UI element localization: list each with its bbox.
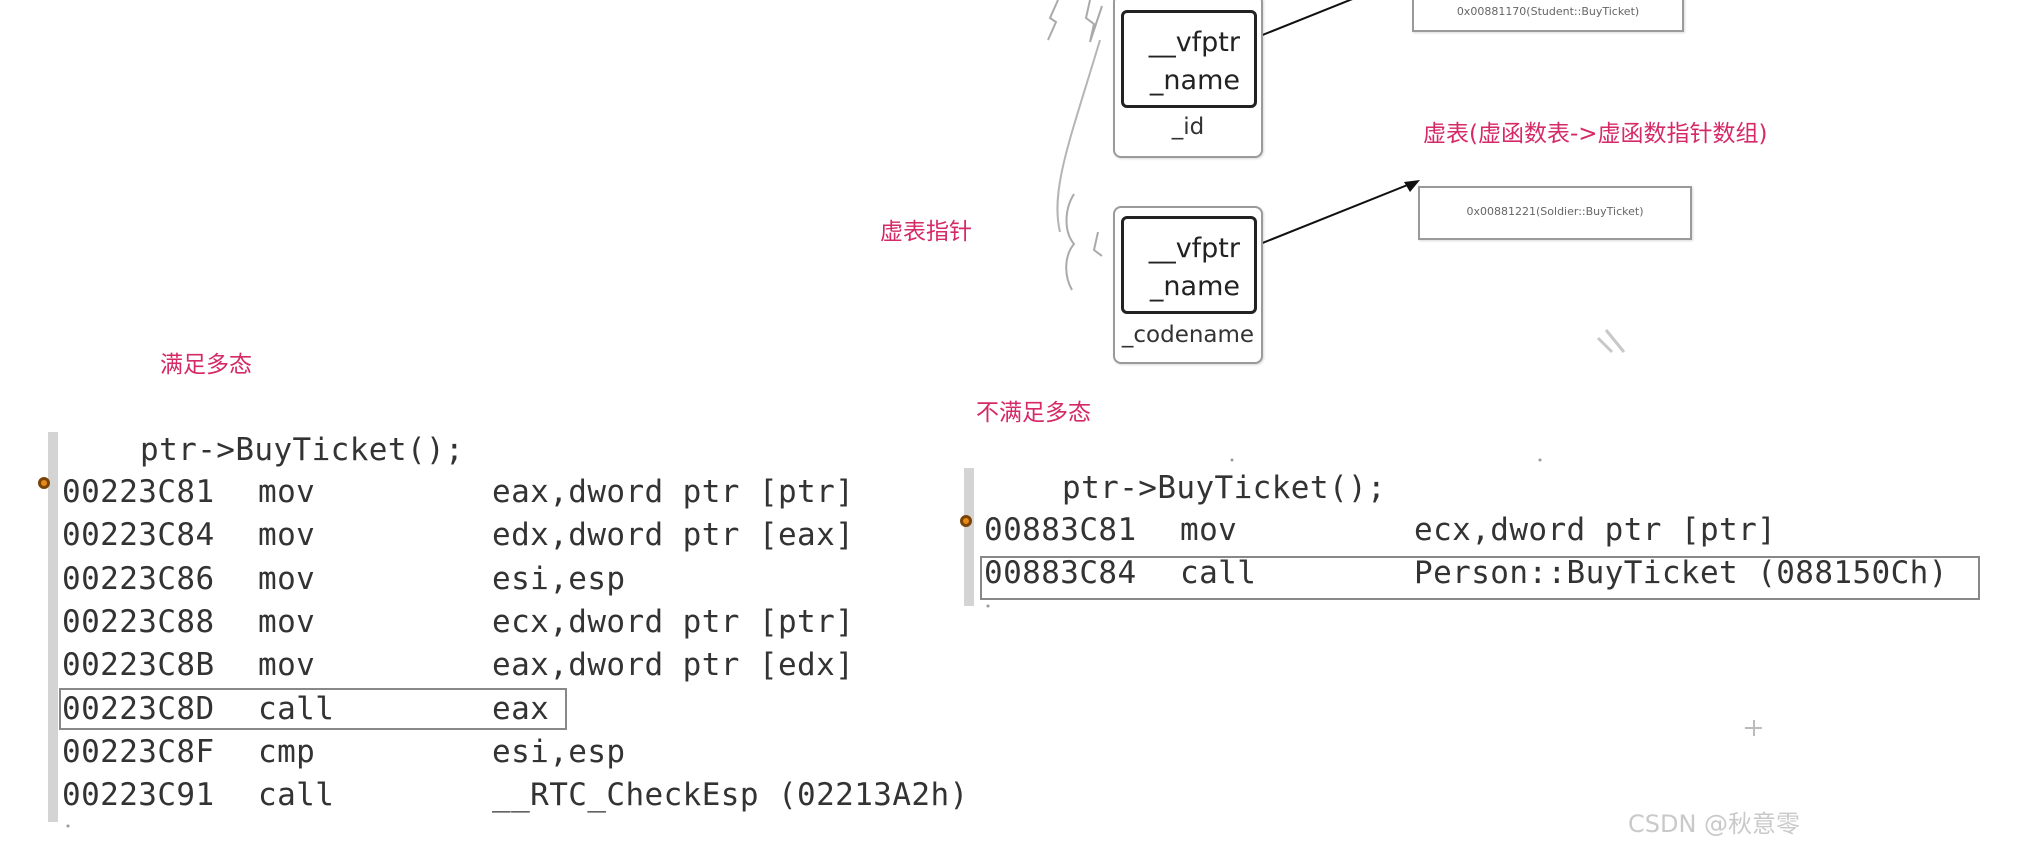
asm-address: 00223C81 — [62, 474, 215, 510]
asm-line: 00223C84 mov edx,dword ptr [eax] — [62, 517, 1062, 557]
asm-opcode: cmp — [258, 733, 316, 770]
asm-line: 00883C81 mov ecx,dword ptr [ptr] — [984, 512, 1984, 552]
asm-operands: esi,esp — [492, 560, 626, 597]
asm-opcode: mov — [1180, 512, 1238, 548]
codename-field: _codename — [1121, 322, 1255, 348]
vfptr-field: __vfptr — [1148, 233, 1240, 264]
asm-address: 00223C8D — [62, 690, 215, 727]
asm-line: 00223C8D call eax — [62, 691, 1062, 731]
asm-operands: eax,dword ptr [edx] — [492, 647, 855, 684]
name-field: _name — [1149, 271, 1240, 302]
asm-opcode: call — [258, 690, 335, 727]
asm-operands: eax,dword ptr [ptr] — [492, 474, 855, 510]
asm-line: 00223C86 mov esi,esp — [62, 561, 1062, 601]
asm-opcode: mov — [258, 647, 316, 684]
asm-operands: ecx,dword ptr [ptr] — [492, 603, 855, 640]
asm-address: 00883C84 — [984, 555, 1137, 592]
vtable-box-soldier: 0x00881221(Soldier::BuyTicket) — [1418, 186, 1692, 240]
vtable-box-student: 0x00881170(Student::BuyTicket) — [1412, 0, 1684, 32]
left-code-gutter — [48, 432, 58, 822]
asm-opcode: mov — [258, 603, 316, 640]
asm-address: 00223C8B — [62, 647, 215, 684]
call-person-highlight — [980, 556, 1980, 600]
asm-address: 00223C86 — [62, 560, 215, 597]
asm-address: 00883C81 — [984, 512, 1137, 548]
vtable-caption: 虚表(虚函数表->虚函数指针数组) — [1423, 121, 1768, 147]
asm-operands: edx,dword ptr [eax] — [492, 517, 855, 554]
soldier-object-box: __vfptr _name _codename — [1113, 206, 1263, 364]
student-object-box: __vfptr _name _id — [1113, 0, 1263, 158]
asm-operands: eax — [492, 690, 550, 727]
asm-operands: Person::BuyTicket (088150Ch) — [1414, 555, 1948, 592]
id-field: _id — [1171, 114, 1205, 140]
asm-opcode: mov — [258, 517, 316, 554]
asm-line: 00223C8B mov eax,dword ptr [edx] — [62, 647, 1062, 687]
asm-operands: ecx,dword ptr [ptr] — [1414, 512, 1777, 548]
right-code-gutter — [964, 468, 974, 606]
name-field: _name — [1149, 65, 1240, 96]
vptr-caption: 虚表指针 — [880, 219, 972, 245]
asm-opcode: call — [1180, 555, 1257, 592]
call-eax-highlight — [59, 688, 567, 730]
asm-opcode: mov — [258, 474, 316, 510]
right-code-header: ptr->BuyTicket(); — [1062, 470, 1387, 506]
asm-line: 00223C81 mov eax,dword ptr [ptr] — [62, 474, 1062, 514]
asm-line: 00223C88 mov ecx,dword ptr [ptr] — [62, 604, 1062, 644]
vfptr-field: __vfptr — [1148, 27, 1240, 58]
non-polymorphic-caption: 不满足多态 — [976, 400, 1091, 426]
asm-address: 00223C91 — [62, 777, 215, 814]
asm-opcode: call — [258, 777, 335, 814]
asm-operands: esi,esp — [492, 733, 626, 770]
breakpoint-icon[interactable] — [960, 515, 972, 527]
asm-line: 00883C84 call Person::BuyTicket (088150Ch) — [984, 555, 1984, 595]
asm-address: 00223C8F — [62, 733, 215, 770]
watermark: CSDN @秋意零 — [1628, 810, 1801, 838]
breakpoint-icon[interactable] — [38, 477, 50, 489]
asm-line: 00223C8F cmp esi,esp — [62, 734, 1062, 774]
asm-address: 00223C88 — [62, 603, 215, 640]
vfptr-name-group: __vfptr _name — [1121, 10, 1257, 108]
vfptr-name-group: __vfptr _name — [1121, 216, 1257, 314]
asm-address: 00223C84 — [62, 517, 215, 554]
left-code-header: ptr->BuyTicket(); — [140, 432, 465, 468]
asm-operands: __RTC_CheckEsp (02213A2h) — [492, 777, 969, 814]
polymorphic-caption: 满足多态 — [160, 352, 252, 378]
asm-opcode: mov — [258, 560, 316, 597]
asm-line: 00223C91 call __RTC_CheckEsp (02213A2h) — [62, 777, 1062, 817]
